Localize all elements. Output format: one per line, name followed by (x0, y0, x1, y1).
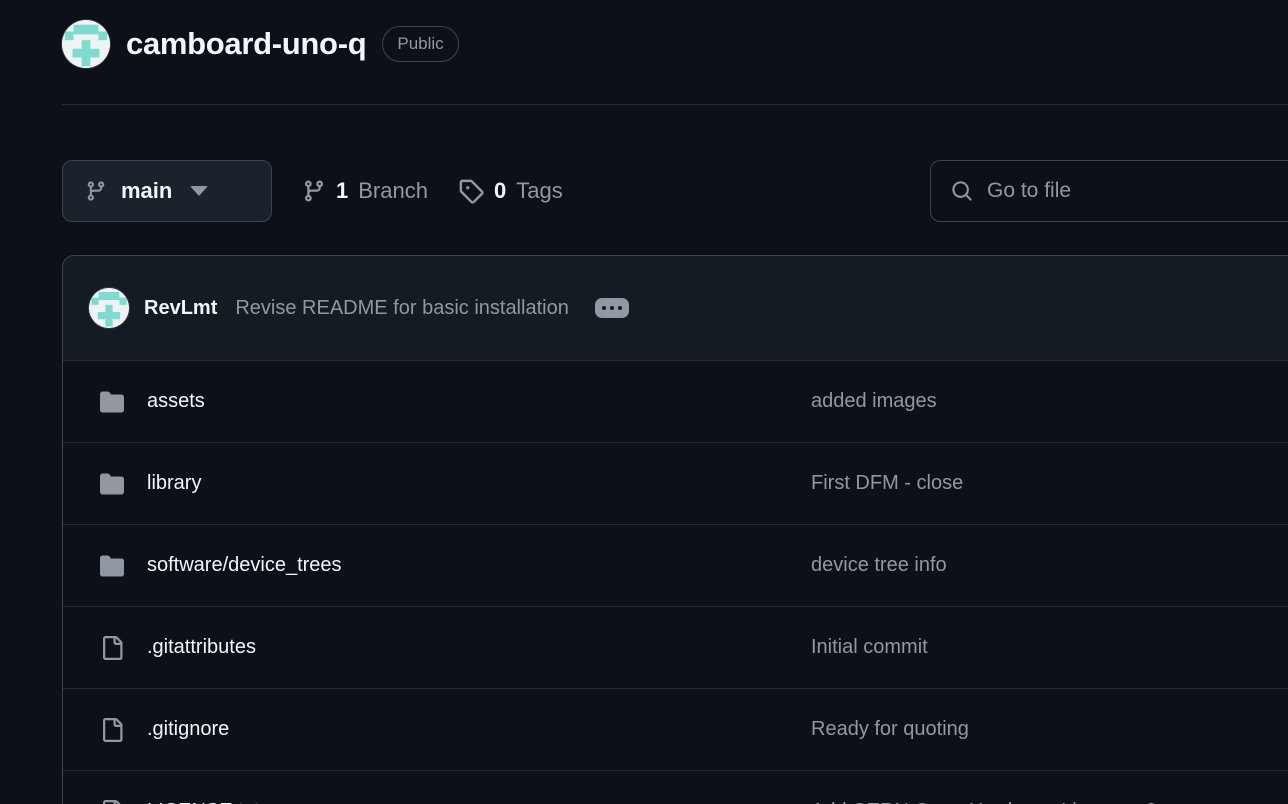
go-to-file-box[interactable] (930, 160, 1288, 222)
branch-word: Branch (358, 178, 428, 203)
go-to-file-input[interactable] (987, 179, 1288, 203)
header-divider (62, 104, 1288, 105)
repo-avatar[interactable] (62, 20, 110, 68)
toolbar: main 1 Branch 0 Tags (62, 160, 1288, 222)
folder-icon (100, 390, 124, 414)
file-icon (100, 636, 124, 660)
folder-icon (100, 472, 124, 496)
search-icon (951, 180, 973, 202)
branch-count: 1 (336, 178, 349, 203)
row-commit-message[interactable]: added images (811, 390, 937, 412)
row-commit-message[interactable]: First DFM - close (811, 472, 964, 494)
ellipsis-icon[interactable] (594, 298, 629, 318)
file-icon (100, 718, 124, 742)
file-name-link[interactable]: .gitignore (147, 718, 230, 740)
repo-header: camboard-uno-q Public (62, 20, 459, 68)
row-commit-message[interactable]: Ready for quoting (811, 718, 969, 740)
chevron-down-icon (190, 186, 209, 196)
row-commit-message[interactable]: Initial commit (811, 636, 928, 658)
file-table: RevLmt Revise README for basic installat… (62, 255, 1288, 804)
repo-title[interactable]: camboard-uno-q (126, 26, 367, 61)
identicon-icon (62, 20, 110, 68)
git-branch-icon (302, 179, 326, 203)
branches-link[interactable]: 1 Branch (302, 178, 428, 204)
tag-count: 0 (493, 178, 507, 203)
file-icon (100, 800, 124, 804)
file-name-link[interactable]: LICENSE.txt (147, 800, 259, 804)
git-branch-icon (85, 180, 107, 202)
commit-message-link[interactable]: Revise README for basic installation (235, 296, 569, 319)
file-name-link[interactable]: .gitattributes (147, 636, 256, 658)
visibility-badge: Public (382, 26, 459, 62)
commit-author-name[interactable]: RevLmt (144, 296, 218, 319)
table-row[interactable]: library First DFM - close (63, 443, 1288, 525)
tag-icon (458, 178, 484, 204)
identicon-icon (89, 288, 129, 328)
folder-icon (100, 554, 124, 578)
table-row[interactable]: LICENSE.txt Add CERN Open Hardware Licen… (63, 771, 1288, 804)
latest-commit-bar: RevLmt Revise README for basic installat… (63, 256, 1288, 361)
row-commit-message[interactable]: device tree info (811, 554, 947, 576)
table-row[interactable]: .gitignore Ready for quoting (63, 689, 1288, 771)
file-name-link[interactable]: software/device_trees (147, 554, 342, 576)
tag-word: Tags (516, 178, 563, 203)
table-row[interactable]: software/device_trees device tree info (63, 525, 1288, 607)
table-row[interactable]: assets added images (63, 361, 1288, 443)
branch-selector-button[interactable]: main (62, 160, 272, 222)
tags-link[interactable]: 0 Tags (458, 178, 563, 204)
branch-selector-label: main (121, 178, 173, 203)
file-name-link[interactable]: assets (147, 390, 205, 412)
row-commit-message[interactable]: Add CERN Open Hardware License v2 (811, 800, 1157, 804)
table-row[interactable]: .gitattributes Initial commit (63, 607, 1288, 689)
commit-author-avatar[interactable] (89, 288, 129, 328)
file-name-link[interactable]: library (147, 472, 202, 494)
